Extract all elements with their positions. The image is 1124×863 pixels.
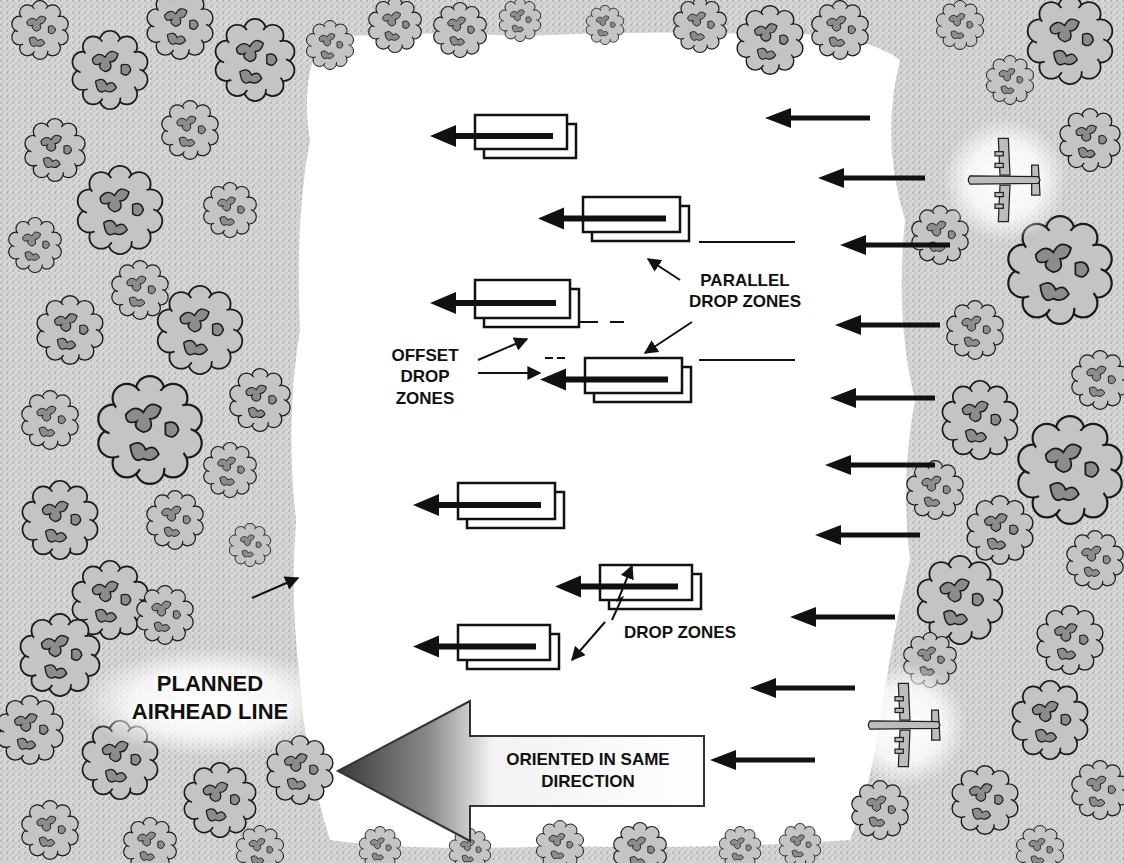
flight-arrow [830,388,935,408]
flight-arrow [835,315,940,335]
tree [237,826,284,863]
drop-zone-symbol [413,483,564,528]
tree [1037,606,1103,675]
arrow-outline [335,698,707,844]
flight-arrow [818,168,925,188]
arrow-text: ORIENTED IN SAME DIRECTION [476,749,700,793]
tree [1028,0,1113,84]
tree [1012,681,1087,759]
tree [614,823,667,863]
tree [369,0,422,52]
tree [907,461,963,520]
tree [37,296,103,365]
tree [184,763,255,837]
aircraft [868,683,940,766]
drop-zone-symbol [540,358,691,402]
tree [987,56,1034,105]
tree [1072,761,1124,820]
tree [967,496,1033,565]
drop-zone-symbol [430,280,579,327]
tree [1060,109,1120,172]
tree [947,301,1003,360]
tree [812,1,868,60]
flight-arrow [750,678,855,698]
flight-arrow [710,750,815,770]
tree [1018,416,1121,524]
tree [22,801,78,860]
tree [852,781,908,840]
tree [586,5,624,44]
tree [918,556,1003,644]
tree [9,218,62,273]
tree [937,1,984,50]
tree [230,369,290,432]
tree [1017,826,1064,863]
tree [537,821,584,863]
direction-arrow: ORIENTED IN SAME DIRECTION [335,698,707,844]
tree [229,523,270,566]
tree [137,586,193,645]
tree [147,491,203,550]
flight-arrow [840,235,950,255]
callout-label: DROP ZONES [615,622,745,643]
drop-zone-symbol [413,625,559,669]
tree [162,101,218,160]
callout-label: PARALLEL DROP ZONES [680,270,810,313]
flight-arrow [825,455,935,475]
tree [359,826,400,863]
tree [307,21,354,70]
tree [72,31,147,109]
tree [124,818,177,863]
tree [719,826,760,863]
tree [499,0,540,42]
tree [204,183,257,238]
tree [1067,531,1123,590]
tree [25,119,85,182]
drop-zone-symbol [430,115,576,158]
tree [779,823,820,863]
tree [204,443,257,498]
tree [98,376,201,484]
tree [952,766,1018,835]
flight-arrow [765,108,870,128]
tree [12,1,68,60]
tree [942,381,1017,459]
tree [158,286,243,374]
tree [22,481,97,559]
flight-arrow [815,525,920,545]
tree [737,6,803,75]
aircraft [968,138,1040,221]
tree [434,3,487,58]
tree [0,696,63,765]
flight-arrow [790,607,895,627]
drop-zone-symbol [538,197,689,241]
tree [112,261,168,320]
clearing [291,32,915,848]
tree [22,391,78,450]
callout-label: OFFSET DROP ZONES [370,345,480,409]
tree [674,0,727,52]
tree [216,19,295,101]
tree [147,0,213,59]
tree [1072,351,1124,410]
drop-zone-symbol [555,565,701,609]
tree [78,166,163,254]
area-label: PLANNED AIRHEAD LINE [120,670,300,725]
